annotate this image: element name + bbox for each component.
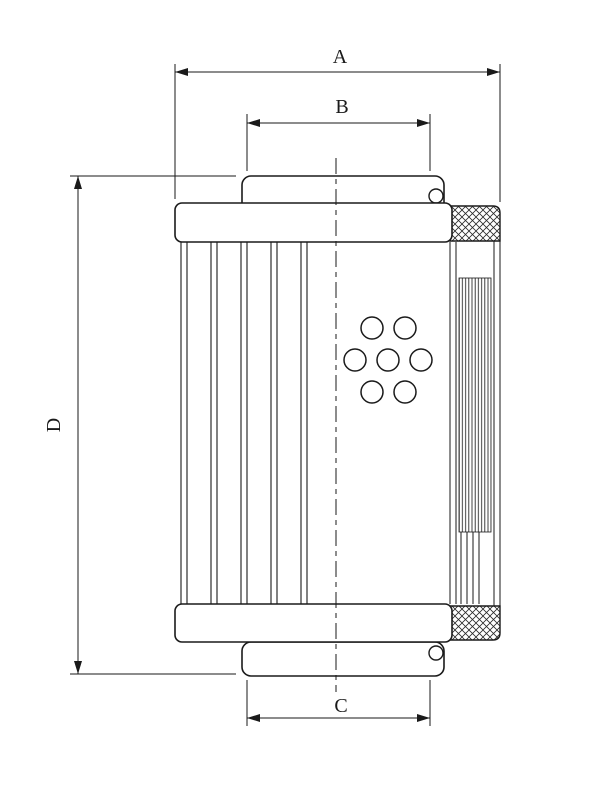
mesh-screen [458,277,492,604]
top-seal-ring-icon [428,188,444,204]
bottom-seal-ring-icon [428,645,444,661]
dimension-c-label: C [334,695,347,717]
dim-c-arrow-left [247,714,260,722]
shell-bottom-section [449,605,501,641]
dimension-c: C [246,680,431,726]
dim-b-arrow-left [247,119,260,127]
outer-shell-wall [449,213,501,634]
perforation-hole [360,316,384,340]
dim-a-arrow-right [487,68,500,76]
dimension-d: D [43,175,236,675]
dimension-b: B [246,96,431,171]
perforation-hole [376,348,400,372]
perforation-hole [343,348,367,372]
perforation-hole [393,380,417,404]
shell-top-section [449,205,501,242]
top-end-cap [174,202,453,243]
bottom-end-cap [174,603,453,643]
bottom-collar-body [241,641,445,677]
dimension-a-label: A [333,46,348,68]
dim-b-arrow-right [417,119,430,127]
dimension-b-label: B [335,96,348,118]
mesh-screen-area [458,277,492,533]
dim-d-arrow-top [74,176,82,189]
dim-a-arrow-left [175,68,188,76]
pleated-media [180,242,308,604]
dim-d-arrow-bottom [74,661,82,674]
perforation-hole [393,316,417,340]
perforation-hole [409,348,433,372]
dim-c-arrow-right [417,714,430,722]
bottom-collar [241,641,445,677]
shell-top-hatch [449,205,501,242]
dimension-d-label: D [43,418,65,432]
perforation-holes [343,316,433,404]
shell-bottom-hatch [449,605,501,641]
perforation-hole [360,380,384,404]
